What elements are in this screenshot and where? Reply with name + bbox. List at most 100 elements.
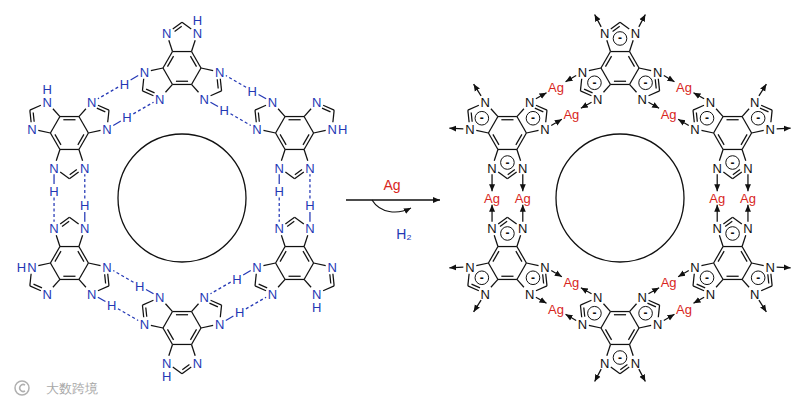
nitrogen-atom: N [102, 260, 111, 273]
hydrogen-bond [98, 87, 118, 99]
bond-line [468, 105, 479, 110]
negative-charge: - [731, 157, 735, 169]
double-bond-line [584, 89, 592, 93]
bond-line [611, 22, 620, 29]
bond-line [165, 304, 172, 312]
bond-line [546, 274, 547, 286]
double-bond-line [55, 134, 61, 145]
double-bond-line [62, 221, 69, 226]
logo-ring [15, 381, 29, 395]
bond-line [192, 344, 196, 355]
n-h-bond [98, 297, 106, 301]
bond-line [173, 51, 192, 52]
charge-circle [475, 111, 489, 125]
bond-line [182, 367, 191, 374]
coordination-arrow [664, 314, 675, 320]
bond-line [79, 109, 86, 117]
release-arrow [372, 200, 411, 212]
bond-line [173, 84, 192, 85]
double-bond-line [55, 251, 61, 262]
bond-line [88, 130, 100, 133]
bond-line [30, 110, 31, 122]
nitrogen-atom: N [765, 123, 774, 136]
double-bond-line [501, 119, 513, 120]
hydrogen-atom: H [305, 199, 314, 212]
bond-line [285, 172, 294, 179]
bond-line [192, 84, 199, 92]
bond-line [333, 274, 334, 286]
charge-circle [588, 306, 602, 320]
bond-line [79, 149, 83, 160]
bond-line [580, 305, 581, 317]
bond-line [742, 149, 746, 160]
hydrogen-atom: H [80, 199, 89, 212]
bond-line [333, 110, 334, 122]
coordination-arrow [536, 297, 547, 303]
nitrogen-atom: N [80, 161, 89, 174]
bond-line [603, 84, 610, 92]
bond-line [607, 40, 611, 51]
double-bond-line [287, 221, 294, 226]
bond-line [192, 312, 202, 328]
bond-line [498, 246, 517, 247]
hydrogen-bond [231, 114, 251, 126]
bond-line [589, 325, 601, 328]
hydrogen-atom: H [43, 83, 52, 96]
bond-line [611, 344, 630, 345]
hydrogen-atom: H [338, 123, 347, 136]
nitrogen-atom: N [765, 260, 774, 273]
bond-line [607, 344, 611, 355]
coordination-arrow [664, 76, 675, 82]
nitrogen-atom: N [540, 260, 549, 273]
nitrogen-atom: N [162, 27, 171, 40]
double-bond-line [175, 26, 182, 31]
bond-line [733, 172, 742, 179]
bond-line [601, 68, 611, 84]
double-bond-line [145, 307, 147, 316]
bond-line [603, 304, 610, 312]
double-bond-line [295, 170, 302, 175]
bond-line [693, 110, 694, 122]
bond-line [56, 235, 60, 246]
charge-circle [613, 32, 627, 46]
nitrogen-atom: N [268, 287, 277, 300]
charge-circle [700, 111, 714, 125]
n-h-bond [146, 289, 154, 293]
bond-line [733, 217, 742, 224]
bond-line [323, 286, 334, 291]
coordination-arrow [551, 119, 562, 125]
double-bond-line [258, 112, 260, 121]
silver-framework [449, 14, 790, 381]
bond-line [314, 130, 326, 133]
bond-line [201, 68, 213, 71]
coordination-arrow [566, 76, 577, 82]
bond-line [716, 279, 723, 287]
bond-line [142, 305, 143, 317]
bond-line [304, 279, 311, 287]
bond-line [526, 263, 538, 266]
double-bond-line [472, 284, 480, 288]
nitrogen-atom: N [600, 356, 609, 369]
hydrogen-atom: H [235, 306, 244, 319]
nitrogen-atom: N [525, 287, 534, 300]
nitrogen-atom: N [193, 27, 202, 40]
coordination-arrow [648, 102, 659, 108]
bond-line [601, 312, 611, 328]
nitrogen-atom: N [43, 287, 52, 300]
double-bond-line [146, 89, 154, 93]
double-bond-line [471, 112, 473, 121]
negative-charge: - [731, 227, 735, 239]
negative-charge: - [756, 272, 760, 284]
double-bond-line [697, 284, 705, 288]
coordination-arrow [474, 84, 481, 96]
coordination-arrow [566, 314, 577, 320]
bond-line [79, 117, 89, 133]
bond-line [69, 172, 78, 179]
bond-line [278, 109, 285, 117]
hydrogen-atom: H [162, 369, 171, 382]
charge-circle [501, 227, 515, 241]
double-bond-line [741, 134, 747, 145]
nitrogen-atom: N [525, 96, 534, 109]
hydrogen-atom: H [49, 184, 58, 197]
bond-line [314, 263, 326, 266]
